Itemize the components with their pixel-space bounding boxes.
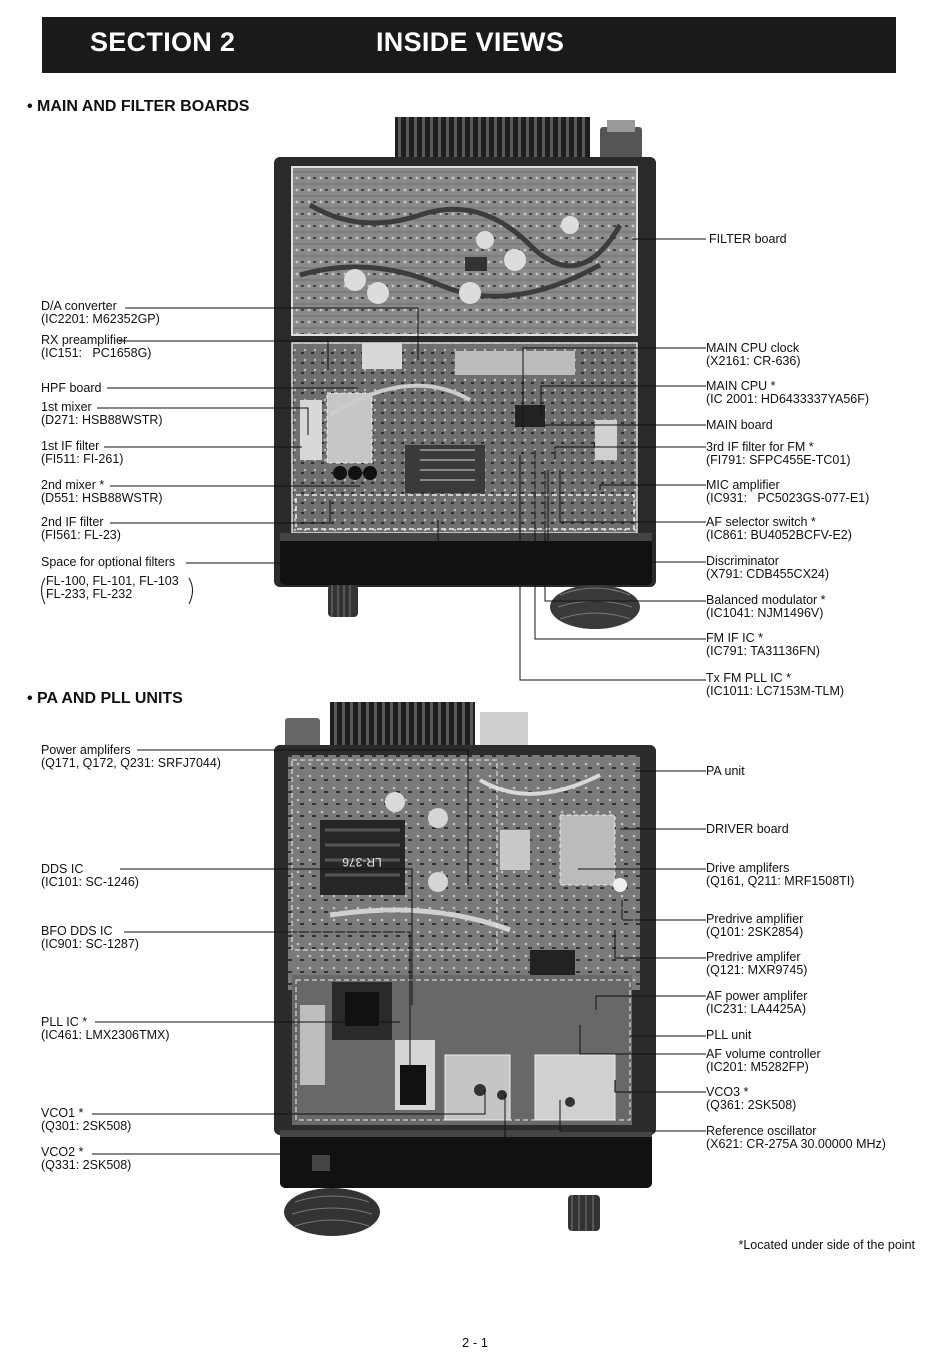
callout-reference-oscillator: Reference oscillator(X621: CR-275A 30.00… bbox=[706, 1124, 886, 1151]
page-number: 2 - 1 bbox=[461, 1335, 488, 1350]
callout-tx-fm-pll-ic: Tx FM PLL IC *(IC1011: LC7153M-TLM) bbox=[706, 671, 845, 698]
callout-fm-if-ic: FM IF IC *(IC791: TA31136FN) bbox=[706, 631, 820, 658]
callout-driver-board: DRIVER board bbox=[706, 822, 789, 836]
callout-filter-board: FILTER board bbox=[709, 232, 787, 246]
coil-marking: LR-376 bbox=[342, 855, 382, 869]
callout-rx-preamplifier: RX preamplifier(IC151: PC1658G) bbox=[41, 333, 152, 360]
callout-mic-amplifier: MIC amplifier(IC931: PC5023GS-077-E1) bbox=[706, 478, 870, 505]
callout-1st-if-filter: 1st IF filter(FI511: FI-261) bbox=[41, 439, 124, 466]
callout-af-selector-switch: AF selector switch *(IC861: BU4052BCFV-E… bbox=[706, 515, 852, 542]
callout-pa-unit: PA unit bbox=[706, 764, 745, 778]
callout-pll-unit: PLL unit bbox=[706, 1028, 752, 1042]
callout-power-amplifiers: Power amplifers(Q171, Q172, Q231: SRFJ70… bbox=[41, 743, 221, 770]
callout-bfo-dds-ic: BFO DDS IC(IC901: SC-1287) bbox=[41, 924, 139, 951]
callout-predrive-amplifier-q101: Predrive amplifier(Q101: 2SK2854) bbox=[706, 912, 804, 939]
callout-balanced-modulator: Balanced modulator *(IC1041: NJM1496V) bbox=[706, 593, 826, 620]
footnote: *Located under side of the point bbox=[738, 1238, 915, 1252]
section-title: INSIDE VIEWS bbox=[376, 27, 565, 57]
callout-hpf-board: HPF board bbox=[41, 381, 102, 395]
callout-vco2: VCO2 *(Q331: 2SK508) bbox=[41, 1145, 132, 1172]
callout-2nd-if-filter: 2nd IF filter(FI561: FL-23) bbox=[41, 515, 121, 542]
callout-1st-mixer: 1st mixer(D271: HSB88WSTR) bbox=[41, 400, 163, 427]
section-number: SECTION 2 bbox=[90, 27, 236, 57]
callout-3rd-if-filter-fm: 3rd IF filter for FM *(FI791: SFPC455E-T… bbox=[706, 440, 851, 467]
callout-drive-amplifiers: Drive amplifers(Q161, Q211: MRF1508TI) bbox=[706, 861, 855, 888]
callout-af-power-amplifier: AF power amplifer(IC231: LA4425A) bbox=[706, 989, 808, 1016]
callout-dds-ic: DDS IC(IC101: SC-1246) bbox=[41, 862, 139, 889]
pa-pll-heading: • PA AND PLL UNITS bbox=[27, 690, 183, 707]
callout-vco3: VCO3 *(Q361: 2SK508) bbox=[706, 1085, 797, 1112]
callout-pll-ic: PLL IC *(IC461: LMX2306TMX) bbox=[41, 1015, 170, 1042]
callout-2nd-mixer: 2nd mixer *(D551: HSB88WSTR) bbox=[41, 478, 163, 505]
callout-af-volume-controller: AF volume controller(IC201: M5282FP) bbox=[706, 1047, 821, 1074]
main-filter-heading: • MAIN AND FILTER BOARDS bbox=[27, 98, 250, 115]
callout-predrive-amplifier-q121: Predrive amplifer(Q121: MXR9745) bbox=[706, 950, 808, 977]
callout-main-cpu: MAIN CPU *(IC 2001: HD6433337YA56F) bbox=[706, 379, 870, 406]
callout-main-cpu-clock: MAIN CPU clock(X2161: CR-636) bbox=[706, 341, 801, 368]
callout-vco1: VCO1 *(Q301: 2SK508) bbox=[41, 1106, 132, 1133]
callout-da-converter: D/A converter(IC2201: M62352GP) bbox=[41, 299, 160, 326]
callout-main-board: MAIN board bbox=[706, 418, 773, 432]
callout-discriminator: Discriminator(X791: CDB455CX24) bbox=[706, 554, 829, 581]
pa-pll-unit-photo: LR-376 bbox=[274, 702, 656, 1236]
callout-optional-filters-space: Space for optional filters bbox=[41, 555, 176, 569]
section-header-bar: SECTION 2 INSIDE VIEWS bbox=[42, 17, 896, 73]
